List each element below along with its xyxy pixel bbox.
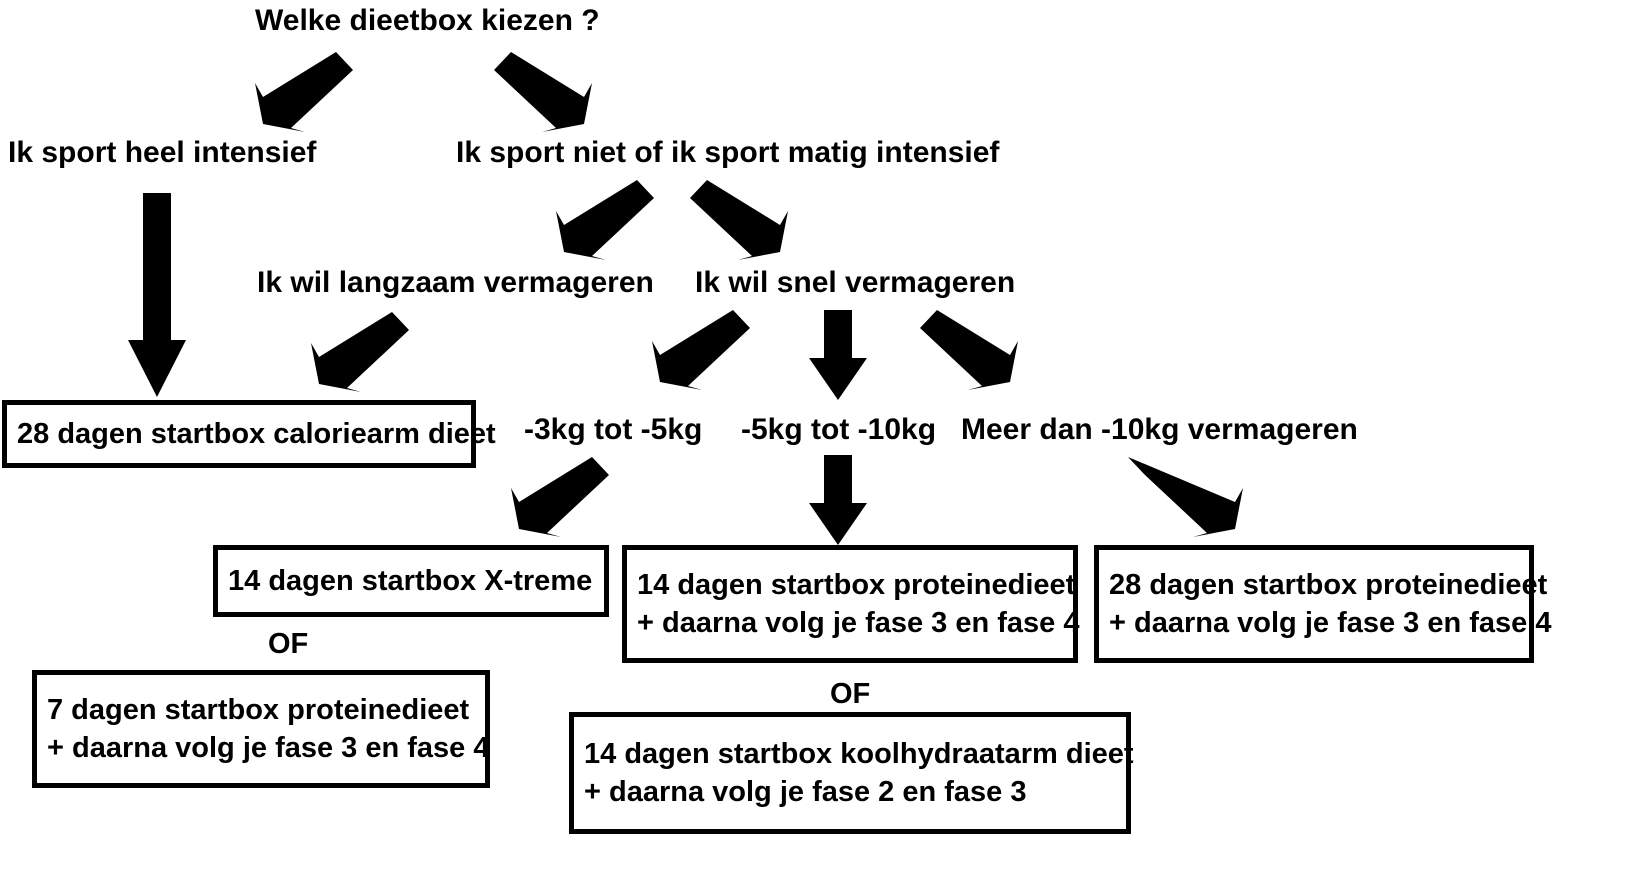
box-line: 14 dagen startbox proteinedieet <box>637 568 1076 601</box>
node-5kg-tot-10kg: -5kg tot -10kg <box>741 413 937 446</box>
arrow-snel-to-3kg <box>652 310 750 390</box>
box-line: + daarna volg je fase 3 en fase 4 <box>637 607 1080 639</box>
arrow-root-to-matig <box>494 52 592 132</box>
node-ik-wil-langzaam-vermageren: Ik wil langzaam vermageren <box>257 266 654 299</box>
node-ik-wil-snel-vermageren: Ik wil snel vermageren <box>695 266 1016 299</box>
arrow-3kg-to-xtreme <box>511 457 609 537</box>
result-box-xtreme: 14 dagen startbox X-treme <box>213 545 609 617</box>
connector-of-middle: OF <box>830 678 871 710</box>
connector-of-left: OF <box>268 628 309 660</box>
arrow-snel-to-5kg <box>809 310 867 400</box>
arrow-root-to-intensief <box>255 52 353 132</box>
box-line: + daarna volg je fase 3 en fase 4 <box>1109 607 1552 639</box>
box-line: 28 dagen startbox caloriearm dieet <box>17 417 496 450</box>
box-line: 14 dagen startbox X-treme <box>228 564 593 597</box>
arrow-langzaam-to-caloriearm <box>311 312 409 392</box>
node-ik-sport-niet-of-matig: Ik sport niet of ik sport matig intensie… <box>456 136 1000 169</box>
box-line: + daarna volg je fase 3 en fase 4 <box>47 732 490 764</box>
arrow-snel-to-meer <box>920 310 1018 390</box>
result-box-14dagen-proteine: 14 dagen startbox proteinedieet + daarna… <box>622 545 1080 663</box>
arrow-intensief-to-caloriearm <box>128 193 186 397</box>
box-line: + daarna volg je fase 2 en fase 3 <box>584 776 1027 808</box>
node-3kg-tot-5kg: -3kg tot -5kg <box>524 413 703 446</box>
box-line: 28 dagen startbox proteinedieet <box>1109 568 1548 601</box>
box-line: 7 dagen startbox proteinedieet <box>47 693 470 726</box>
node-root: Welke dieetbox kiezen ? <box>255 4 600 37</box>
arrow-matig-to-langzaam <box>556 180 654 260</box>
result-box-caloriearm: 28 dagen startbox caloriearm dieet <box>2 400 496 468</box>
arrow-5kg-to-proteine <box>809 455 867 545</box>
node-meer-dan-10kg: Meer dan -10kg vermageren <box>961 413 1358 446</box>
node-ik-sport-heel-intensief: Ik sport heel intensief <box>8 136 317 169</box>
arrow-matig-to-snel <box>690 180 788 260</box>
arrow-meer-to-28proteine <box>1128 457 1243 537</box>
result-box-koolhydraatarm: 14 dagen startbox koolhydraatarm dieet +… <box>569 712 1134 834</box>
box-line: 14 dagen startbox koolhydraatarm dieet <box>584 737 1134 770</box>
result-box-7dagen-proteine: 7 dagen startbox proteinedieet + daarna … <box>32 670 490 788</box>
result-box-28dagen-proteine: 28 dagen startbox proteinedieet + daarna… <box>1094 545 1552 663</box>
